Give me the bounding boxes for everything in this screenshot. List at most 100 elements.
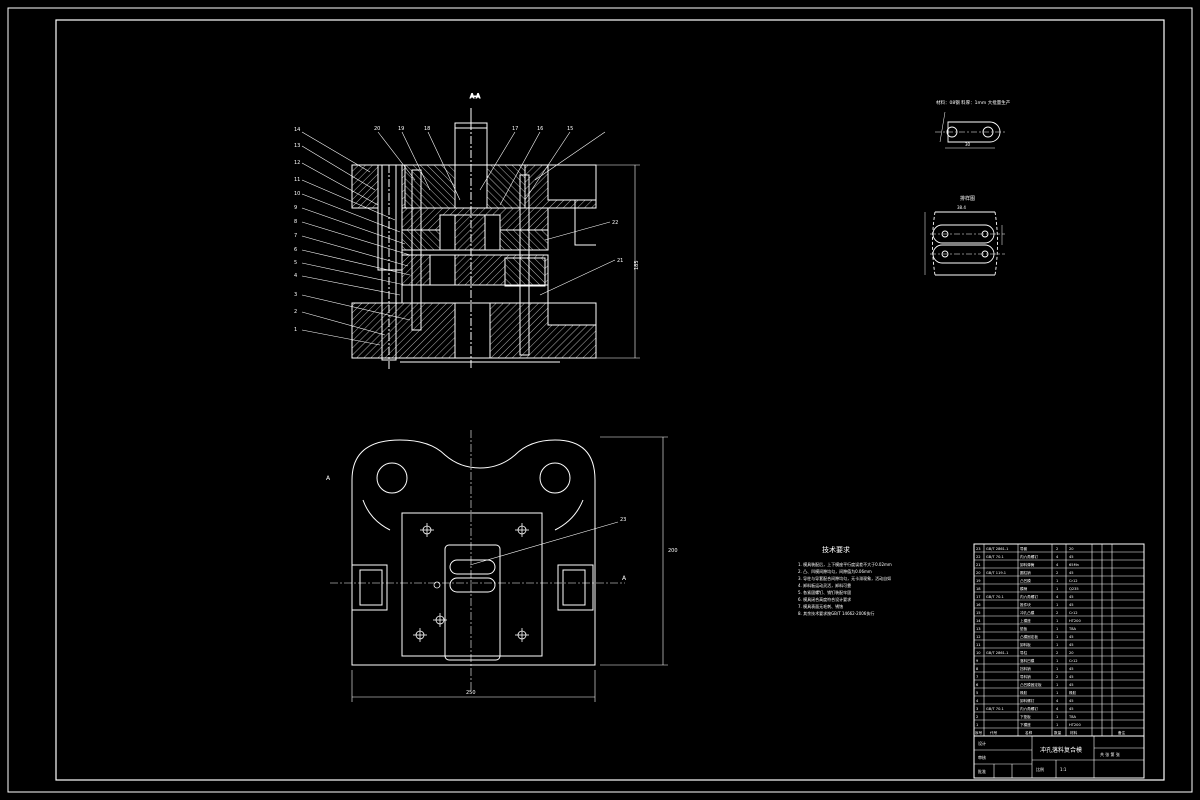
bom-cell-mat: T8A [1068,715,1076,719]
bom-cell-mat: 45 [1069,595,1074,599]
bom-cell-name: 卸料螺钉 [1020,698,1035,703]
bom-cell-no: 9 [976,659,979,663]
bom-cell-mat: 45 [1069,571,1074,575]
bom-cell-no: 1 [976,723,978,727]
bom-cell-no: 14 [976,619,981,623]
layout-drawing [924,211,1005,276]
bom-cell-no: 12 [976,635,981,639]
bom-cell-no: 15 [976,611,981,615]
bom-cell-no: 7 [976,675,978,679]
title-block-scale-label: 比例 [1036,766,1044,772]
bom-cell-no: 22 [976,555,981,559]
bom-cell-mat: T8A [1068,627,1076,631]
leader-num: 7 [294,233,297,239]
bom-cell-no: 10 [976,651,981,655]
bom-cell-qty: 4 [1056,699,1059,703]
part-drawing [935,111,1005,149]
bom-cell-mat: HT200 [1069,723,1081,727]
bom-cell-name: 导柱 [1020,650,1028,655]
leader-num: 9 [294,205,297,211]
bom-cell-code: GB/T 70.1 [986,595,1004,599]
title-block-name: 冲孔落料复合模 [1040,746,1082,754]
tech-req-list: 1. 模具装配后，上下模座平行度误差不大于0.02mm 2. 凸、凹模间隙均匀，… [798,561,892,616]
bom-cell-no: 3 [976,707,978,711]
bom-cell-qty: 1 [1056,619,1058,623]
bom-cell-code: GB/T 2861.1 [986,651,1008,655]
bom-header-code: 代号 [990,730,998,735]
bom-cell-name: 下垫板 [1020,714,1031,719]
bom-cell-name: 模柄 [1020,586,1028,591]
section-height-dim: 185 [634,260,640,270]
bom-cell-name: 凸模固定板 [1020,634,1038,639]
tech-req-item: 4. 卸料板运动灵活，卸料可靠 [798,582,851,588]
outer-frame [7,7,1193,793]
plan-view [330,430,668,702]
tech-req-item: 6. 模具闭合高度符合设计要求 [798,596,851,602]
bom-cell-qty: 1 [1056,691,1058,695]
bom-cell-mat: 20 [1069,651,1074,655]
bom-cell-name: 橡胶 [1020,690,1028,695]
bom-cell-no: 19 [976,579,981,583]
bom-cell-name: 内六角螺钉 [1020,554,1038,559]
bom-cell-qty: 1 [1056,667,1058,671]
bom-cell-name: 凸凹模 [1020,578,1031,583]
bom-cell-qty: 2 [1056,611,1058,615]
bom-cell-no: 2 [976,715,978,719]
bom-cell-qty: 4 [1056,563,1059,567]
bom-cell-qty: 2 [1056,547,1058,551]
layout-width-dim: 38.4 [957,205,966,210]
bom-cell-name: 卸料弹簧 [1020,562,1035,567]
leader-num: 15 [567,126,573,132]
bom-cell-qty: 2 [1056,675,1058,679]
title-block-approve: 批准 [978,768,986,774]
tech-req-item: 5. 各紧固螺钉、销钉装配牢固 [798,589,851,595]
bom-cell-qty: 2 [1056,651,1058,655]
bom-cell-mat: 45 [1069,707,1074,711]
bom-header-no: 序号 [975,730,983,735]
bom-cell-mat: Cr12 [1069,611,1078,615]
plan-width-dim: 250 [466,690,476,696]
bom-cell-qty: 1 [1056,683,1058,687]
title-block-sheet: 共 张 第 张 [1100,751,1120,757]
title-block-check: 审核 [978,754,986,760]
bom-cell-no: 6 [976,683,979,687]
bom-cell-name: 上模座 [1020,618,1031,623]
bom-cell-code: GB/T 2861.1 [986,547,1008,551]
section-mark-left: A [326,475,331,482]
leader-num: 11 [294,177,300,183]
leader-num: 6 [294,247,297,253]
bom-cell-no: 21 [976,563,981,567]
bom-cell-qty: 4 [1056,555,1059,559]
bom-cell-mat: 20 [1069,547,1074,551]
leader-num: 18 [424,126,430,132]
bom-cell-code: GB/T 119.1 [986,571,1006,575]
section-leaders-right [539,221,616,296]
bom-cell-no: 16 [976,603,981,607]
part-drawing-note: 材料：08钢 料厚：1mm 大批量生产 [936,99,1011,106]
bom-cell-mat: 45 [1069,635,1074,639]
bom-cell-mat: HT200 [1069,619,1081,623]
bom-cell-name: 凸凹模固定板 [1020,682,1042,687]
bom-cell-no: 20 [976,571,981,575]
bom-cell-mat: Cr12 [1069,659,1078,663]
section-mark-right: A [622,575,627,582]
plan-leader-num: 23 [620,517,626,523]
bom-table [973,543,1145,737]
bom-cell-mat: 45 [1069,675,1074,679]
bom-cell-mat: 橡胶 [1069,690,1077,695]
bom-header-note: 备注 [1118,730,1126,735]
tech-req-item: 8. 其余技术要求按GB/T 14662-2006执行 [798,610,874,616]
bom-cell-no: 23 [976,547,981,551]
bom-cell-qty: 1 [1056,587,1058,591]
section-leaders-top [377,131,606,206]
bom-cell-name: 冲孔凸模 [1020,610,1035,615]
bom-cell-mat: 45 [1069,667,1074,671]
bom-cell-name: 导料销 [1020,674,1031,679]
bom-cell-mat: Q235 [1069,587,1079,591]
bom-cell-no: 13 [976,627,981,631]
inner-frame [55,19,1165,781]
bom-header-name: 名称 [1025,730,1033,735]
leader-num: 16 [537,126,543,132]
